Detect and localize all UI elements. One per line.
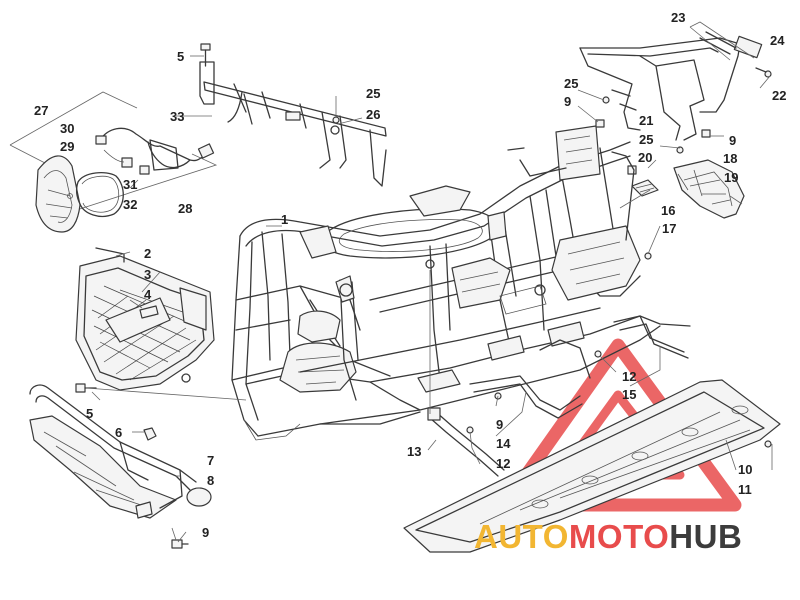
part-number-label: 13 bbox=[407, 444, 421, 459]
skid-plate bbox=[403, 379, 781, 553]
part-number-label: 1 bbox=[281, 212, 288, 227]
part-number-label: 25 bbox=[564, 76, 578, 91]
front-fascia bbox=[75, 247, 215, 391]
mid-brace-part-14 bbox=[469, 339, 591, 419]
footrest-bracket-left bbox=[427, 407, 505, 477]
main-frame bbox=[231, 125, 661, 441]
part-labels: 5 1 2 3 4 5 6 7 8 9 9 9 9 10 11 12 12 13… bbox=[34, 10, 786, 540]
part-number-label: 9 bbox=[496, 417, 503, 432]
part-number-label: 9 bbox=[729, 133, 736, 148]
nut-part-6 bbox=[143, 427, 157, 441]
callout-23-bracket bbox=[689, 21, 755, 61]
part-number-label: 12 bbox=[622, 369, 636, 384]
part-number-label: 7 bbox=[207, 453, 214, 468]
headlight-housing bbox=[35, 155, 81, 233]
part-number-label: 11 bbox=[738, 482, 752, 497]
bolt-part-9-right bbox=[701, 129, 711, 138]
part-number-label: 16 bbox=[661, 203, 675, 218]
part-number-label: 9 bbox=[202, 525, 209, 540]
part-number-label: 31 bbox=[123, 177, 137, 192]
part-number-label: 12 bbox=[496, 456, 510, 471]
nut-part-25-right bbox=[676, 146, 684, 154]
part-number-label: 17 bbox=[662, 221, 676, 236]
rear-rack-bracket bbox=[579, 31, 772, 141]
part-number-label: 25 bbox=[639, 132, 653, 147]
part-number-label: 23 bbox=[671, 10, 685, 25]
part-number-label: 26 bbox=[366, 107, 380, 122]
part-number-label: 33 bbox=[170, 109, 184, 124]
rear-fender-plate bbox=[673, 159, 745, 219]
footrest-bracket-right bbox=[594, 315, 691, 359]
front-bumper bbox=[29, 384, 212, 519]
part-number-label: 32 bbox=[123, 197, 137, 212]
headlight-wiring-harness bbox=[95, 127, 215, 175]
part-number-label: 20 bbox=[638, 150, 652, 165]
watermark-logo-text: AUTOMOTOHUB bbox=[474, 518, 742, 555]
bolt-part-9-upper bbox=[595, 119, 605, 128]
part-number-label: 27 bbox=[34, 103, 48, 118]
part-number-label: 28 bbox=[178, 201, 192, 216]
part-number-label: 22 bbox=[772, 88, 786, 103]
part-number-label: 6 bbox=[115, 425, 122, 440]
watermark-part-c: HUB bbox=[669, 518, 742, 555]
callout-lines bbox=[85, 55, 773, 543]
part-number-label: 5 bbox=[177, 49, 184, 64]
part-number-label: 19 bbox=[724, 170, 738, 185]
bolt-top bbox=[200, 43, 211, 67]
part-number-label: 15 bbox=[622, 387, 636, 402]
svg-text:AUTOMOTOHUB: AUTOMOTOHUB bbox=[474, 518, 742, 555]
part-number-label: 21 bbox=[639, 113, 653, 128]
part-number-label: 18 bbox=[723, 151, 737, 166]
part-number-label: 4 bbox=[144, 287, 152, 302]
part-number-label: 24 bbox=[770, 33, 785, 48]
part-number-label: 9 bbox=[564, 94, 571, 109]
part-number-label: 2 bbox=[144, 246, 151, 261]
part-number-label: 29 bbox=[60, 139, 74, 154]
part-number-label: 3 bbox=[144, 267, 151, 282]
bolt-part-9-lower bbox=[171, 539, 189, 549]
part-number-label: 14 bbox=[496, 436, 511, 451]
part-number-label: 8 bbox=[207, 473, 214, 488]
part-number-label: 5 bbox=[86, 406, 93, 421]
part-number-label: 10 bbox=[738, 462, 752, 477]
headlight-seal-ring bbox=[76, 171, 124, 218]
part-number-label: 25 bbox=[366, 86, 380, 101]
part-number-label: 30 bbox=[60, 121, 74, 136]
front-cross-bar bbox=[199, 61, 387, 187]
watermark-part-a: AUTO bbox=[474, 518, 569, 555]
watermark-part-b: MOTO bbox=[569, 518, 669, 555]
